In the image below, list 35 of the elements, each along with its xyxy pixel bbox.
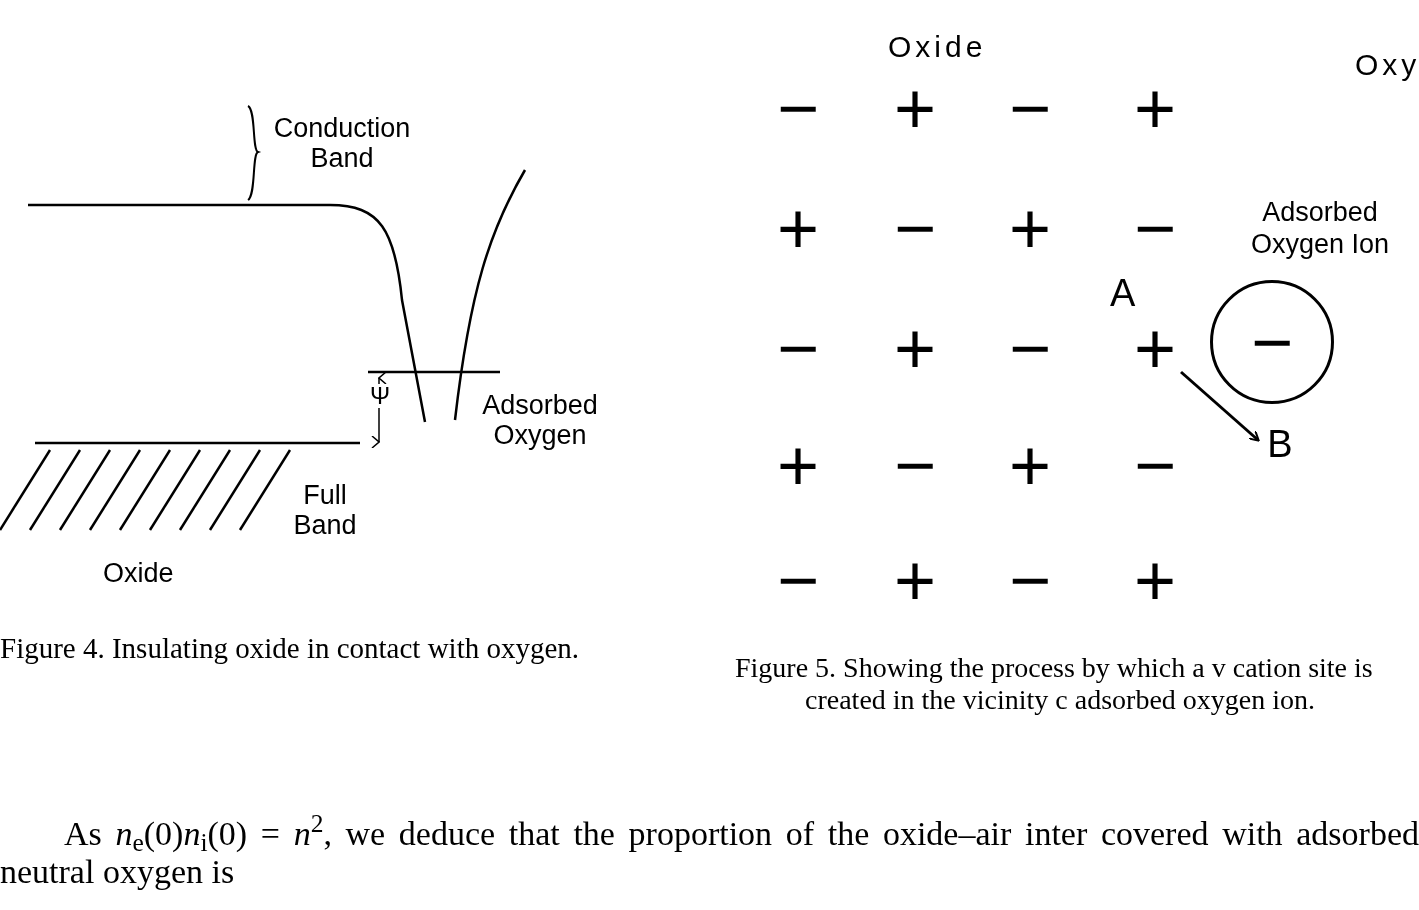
charge-sign: −: [1009, 312, 1051, 384]
charge-sign: +: [1134, 72, 1176, 144]
point-label: B: [1262, 422, 1298, 466]
body-paragraph: As n$_{e}$(0)n$_{i}$(0) = n$^{2}$, we deduce that the proportion of the oxide–air inter covered with adsorbed neutral oxygen is: [0, 815, 1419, 891]
charge-sign: +: [894, 544, 936, 616]
minus-sign: −: [1250, 306, 1293, 378]
oxygen-label: Oxy: [1355, 48, 1419, 82]
charge-sign: +: [894, 312, 936, 384]
oxide-label: Oxide: [103, 558, 174, 588]
charge-sign: −: [894, 192, 936, 264]
point-label: A: [1110, 274, 1136, 312]
charge-sign: +: [894, 72, 936, 144]
charge-sign: −: [777, 72, 819, 144]
symbol-label: Ψ: [368, 384, 392, 408]
charge-sign: −: [777, 544, 819, 616]
ion-label: Adsorbed Oxygen Ion: [1249, 196, 1391, 260]
charge-sign: +: [777, 429, 819, 501]
charge-sign: −: [894, 429, 936, 501]
charge-sign: −: [777, 312, 819, 384]
charge-sign: −: [1009, 544, 1051, 616]
charge-sign: +: [1009, 192, 1051, 264]
charge-sign: −: [1134, 192, 1176, 264]
band-label: Conduction Band: [272, 113, 412, 173]
charge-sign: −: [1009, 72, 1051, 144]
oxygen-label: Adsorbed Oxygen: [481, 390, 599, 450]
charge-sign: +: [777, 192, 819, 264]
charge-sign: +: [1009, 429, 1051, 501]
charge-sign: −: [1134, 429, 1176, 501]
band-label: Full Band: [292, 480, 358, 540]
oxide-label: Oxide: [888, 30, 987, 64]
figure-caption: Figure 4. Insulating oxide in contact with oxygen.: [0, 632, 581, 664]
charge-sign: +: [1134, 544, 1176, 616]
arrow: [1180, 370, 1260, 442]
charge-sign: +: [1125, 318, 1185, 378]
figure-caption: Figure 5. Showing the process by which a v cation site is created in the vicinity c adsorbed oxygen ion.: [735, 652, 1374, 716]
